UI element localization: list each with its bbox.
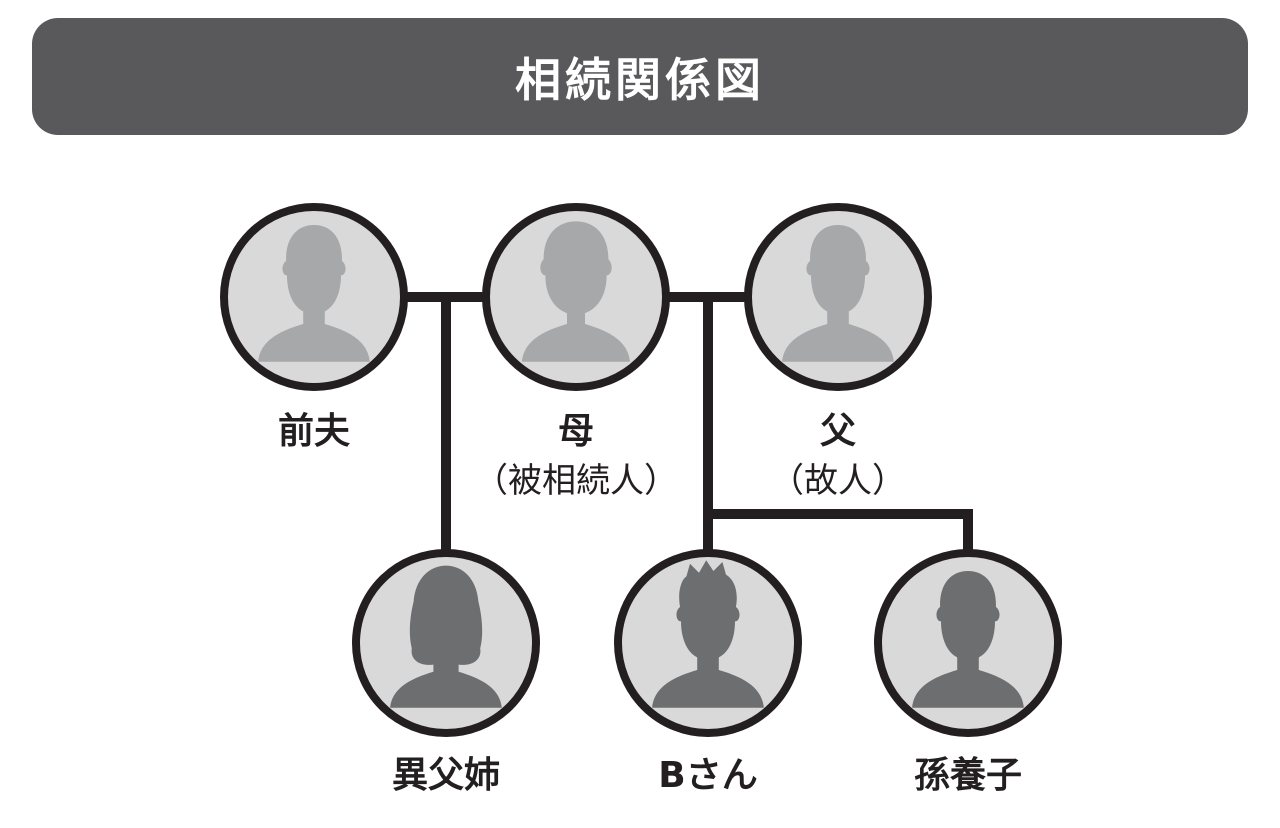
person-name: 父 <box>819 411 856 452</box>
person-ex-husband <box>220 203 408 391</box>
label-adopted-grandchild: 孫養子 <box>914 758 1022 794</box>
relationship-lines <box>405 292 973 552</box>
person-adopted-grandchild <box>874 549 1062 737</box>
label-person-b: Bさん <box>658 758 757 794</box>
person-b <box>614 549 802 737</box>
person-name: 異父姉 <box>391 755 501 796</box>
person-mother <box>482 203 670 391</box>
diagram-title: 相続関係図 <box>515 52 765 107</box>
person-name: 孫養子 <box>913 755 1023 796</box>
label-mother: 母 （被相続人） <box>474 411 678 501</box>
label-half-sister: 異父姉 <box>392 758 500 794</box>
title-banner: 相続関係図 <box>32 18 1248 135</box>
person-name: Bさん <box>658 755 758 796</box>
person-father <box>744 203 932 391</box>
person-name: 前夫 <box>277 411 351 452</box>
person-note: （被相続人） <box>474 461 678 501</box>
label-father: 父 （故人） <box>770 411 906 501</box>
person-half-sister <box>352 549 540 737</box>
person-note: （故人） <box>770 461 906 501</box>
label-ex-husband: 前夫 <box>278 414 350 450</box>
adoption-line-grandchild <box>708 509 973 552</box>
person-name: 母 <box>557 411 594 452</box>
